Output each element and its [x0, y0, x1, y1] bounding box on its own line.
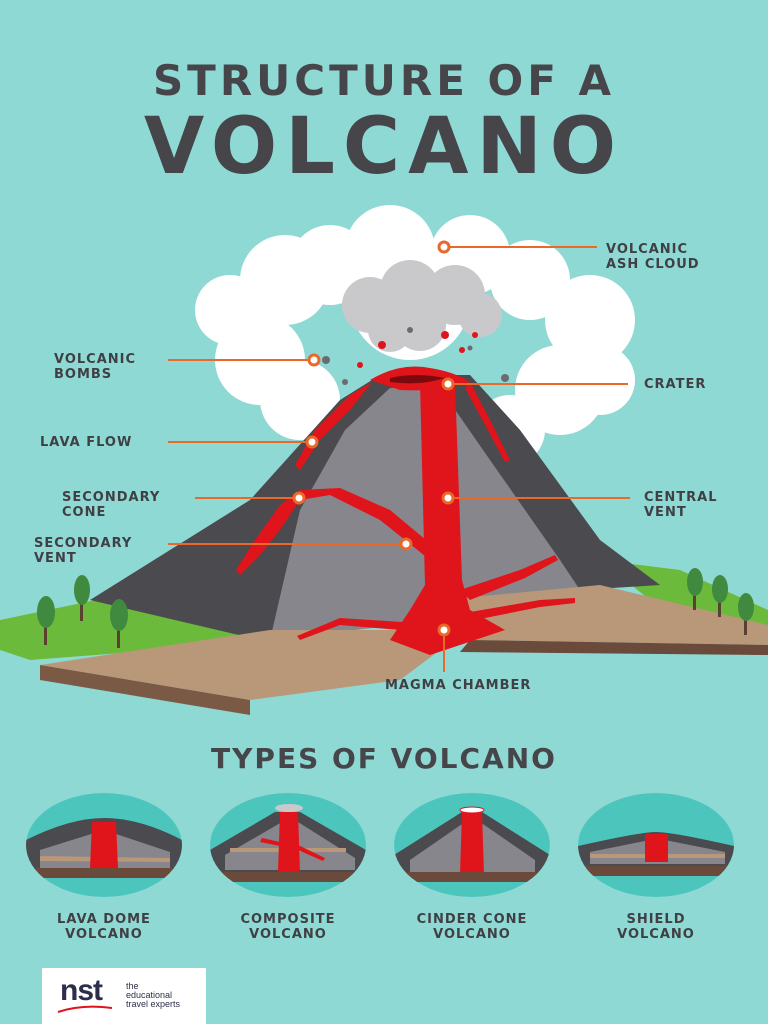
- label-magma-chamber: MAGMA CHAMBER: [385, 678, 532, 693]
- label-crater: CRATER: [644, 377, 707, 392]
- label-secondary-cone: SECONDARY CONE: [62, 490, 160, 520]
- magma-branch-left: [297, 618, 402, 640]
- nst-logo: nst the educational travel experts: [42, 968, 206, 1024]
- secondary-vent-lava: [236, 488, 432, 575]
- label-volcanic-ash-cloud: VOLCANIC ASH CLOUD: [606, 242, 700, 272]
- callouts: [168, 246, 630, 672]
- cinder-cone-illustration: [394, 793, 550, 897]
- ground-layer-right-2: [460, 640, 768, 655]
- title-line-2: VOLCANO: [143, 102, 625, 192]
- label-text: CENTRAL VENT: [644, 490, 718, 520]
- magma-branch-right-2: [470, 598, 575, 620]
- trees: [37, 568, 754, 648]
- label-lava-flow: LAVA FLOW: [40, 435, 133, 450]
- volcano-diagram: [0, 205, 768, 715]
- crater-inner: [390, 375, 445, 384]
- callout-markers: [292, 240, 455, 637]
- logo-tagline: the educational travel experts: [126, 981, 181, 1009]
- magma-branch-right: [460, 555, 558, 600]
- type-label-shield: SHIELD VOLCANO: [566, 912, 746, 942]
- label-central-vent: CENTRAL VENT: [644, 490, 718, 520]
- label-secondary-vent: SECONDARY VENT: [34, 536, 132, 566]
- type-label-text: LAVA DOME VOLCANO: [57, 912, 151, 942]
- type-label-text: SHIELD VOLCANO: [617, 912, 695, 942]
- label-text: SECONDARY CONE: [62, 490, 161, 520]
- ground-layer-mid: [40, 665, 250, 715]
- type-label-composite: COMPOSITE VOLCANO: [198, 912, 378, 942]
- ground-layer-right: [440, 585, 768, 645]
- composite-volcano-illustration: [210, 793, 366, 897]
- type-label-text: COMPOSITE VOLCANO: [240, 912, 336, 942]
- lava-dome-illustration: [26, 793, 182, 897]
- smoke-puff: [342, 260, 502, 352]
- type-label-text: CINDER CONE VOLCANO: [416, 912, 528, 942]
- label-text: SECONDARY VENT: [34, 536, 133, 566]
- lava-spatter: [357, 331, 478, 368]
- label-volcanic-bombs: VOLCANIC BOMBS: [54, 352, 136, 382]
- types-title: TYPES OF VOLCANO: [211, 742, 557, 775]
- lava-spatter-right: [465, 382, 510, 462]
- shield-volcano-illustration: [578, 793, 734, 897]
- volcanic-bombs: [322, 327, 509, 385]
- label-text: VOLCANIC ASH CLOUD: [606, 242, 700, 272]
- central-vent-lava: [390, 382, 505, 655]
- logo-swoosh: [57, 1005, 113, 1013]
- type-label-lava-dome: LAVA DOME VOLCANO: [14, 912, 194, 942]
- title-line-1: STRUCTURE OF A: [152, 56, 616, 105]
- type-label-cinder-cone: CINDER CONE VOLCANO: [382, 912, 562, 942]
- label-text: VOLCANIC BOMBS: [54, 352, 137, 382]
- logo-brand: nst: [60, 974, 103, 1007]
- ground-layer-top: [40, 630, 440, 700]
